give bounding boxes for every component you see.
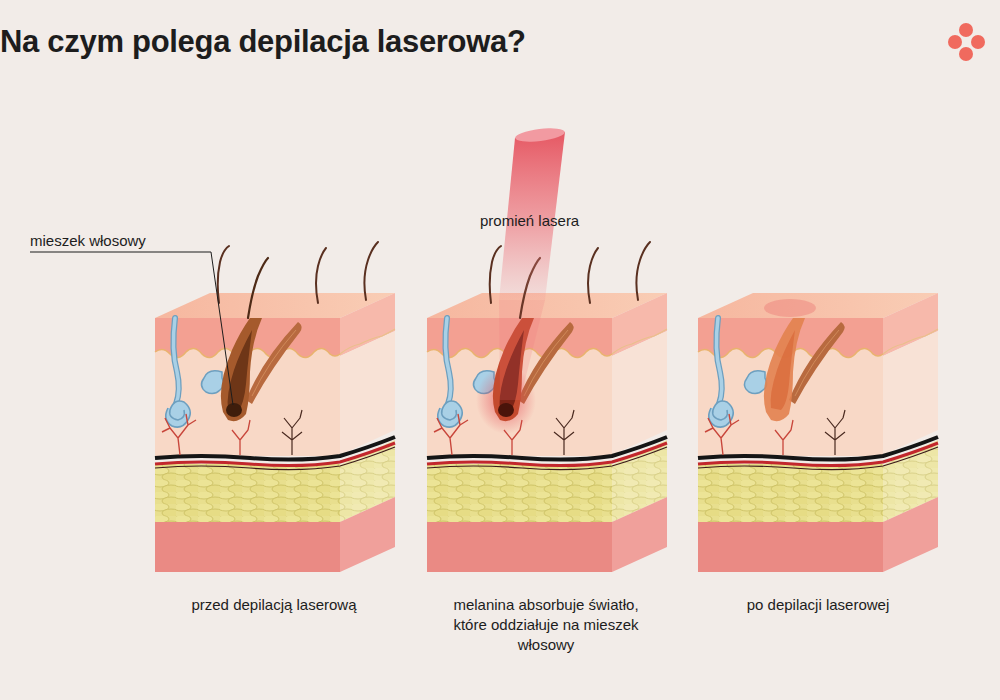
leader-line — [30, 252, 233, 405]
stage-caption: po depilacji laserowej — [688, 595, 948, 615]
diagram-title: Na czym polega depilacja laserowa? — [0, 24, 720, 60]
stage-caption: melanina absorbuje światło, które oddzia… — [442, 595, 650, 655]
skin-block-after — [698, 293, 938, 572]
skin-block-laser — [427, 126, 667, 572]
stage-caption: przed depilacją laserową — [144, 595, 404, 615]
logo — [948, 23, 985, 61]
part-label: promień lasera — [480, 211, 640, 231]
part-label: mieszek włosowy — [30, 231, 210, 251]
skin-block-before — [155, 242, 395, 572]
